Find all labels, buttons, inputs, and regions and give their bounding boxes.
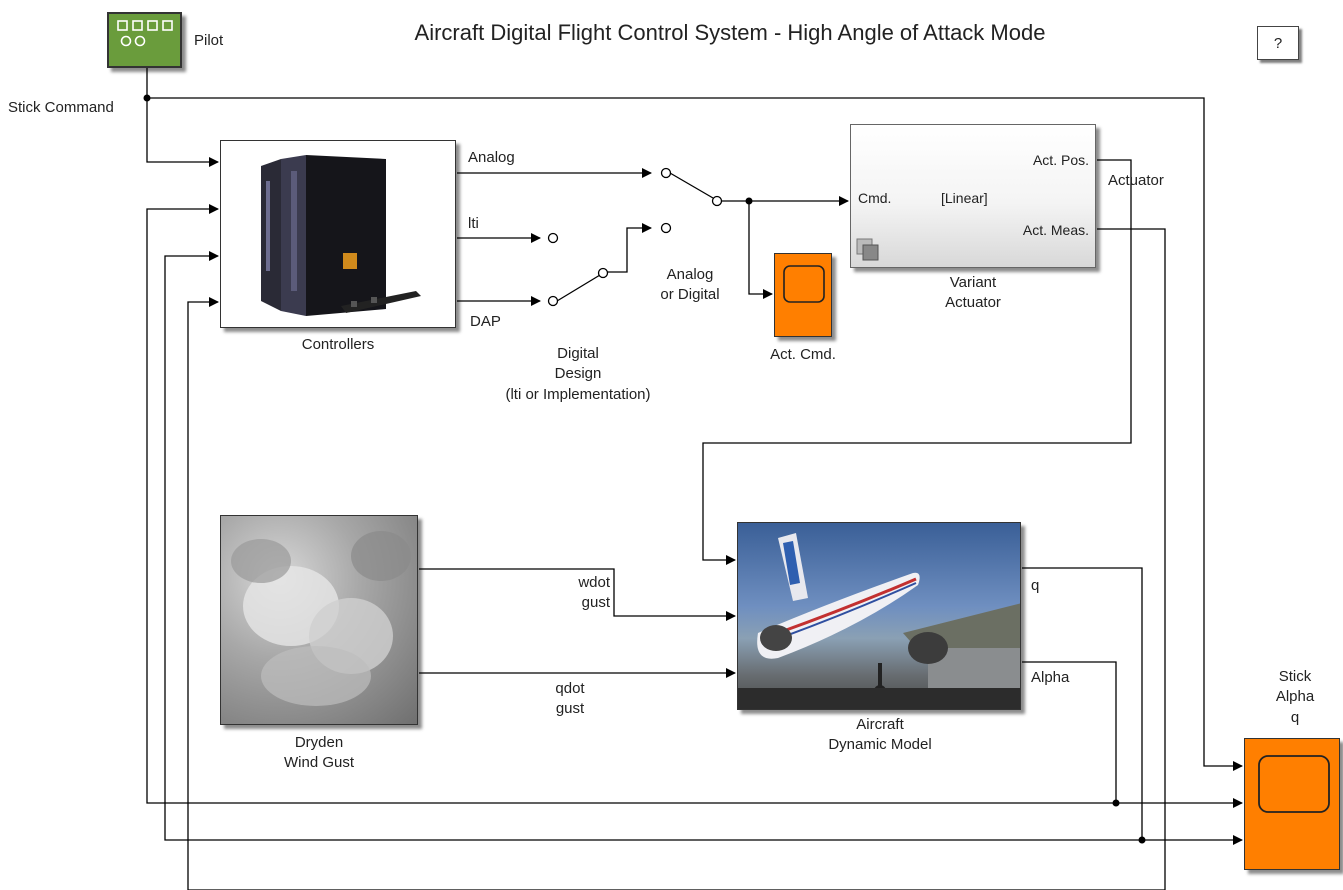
switch-contact <box>597 267 609 279</box>
variant-actuator-line2: Actuator <box>945 294 1001 312</box>
pilot-block[interactable] <box>107 12 182 68</box>
cloud-satellite-image <box>231 531 411 706</box>
q-output-label: q <box>1031 577 1040 594</box>
analog-or-digital-line1: Analog <box>666 266 714 283</box>
output-scope-label: Stick Alpha q <box>1250 667 1340 728</box>
alpha-output-label: Alpha <box>1031 669 1070 686</box>
junction-dot <box>1112 799 1120 807</box>
aircraft-label: Aircraft Dynamic Model <box>790 715 970 756</box>
airplane-image <box>738 533 1020 709</box>
analog-or-digital-label: Analog or Digital <box>640 265 740 306</box>
junction-dot <box>143 94 151 102</box>
qdot-line1: qdot <box>555 680 585 697</box>
switch-contact <box>660 167 672 179</box>
help-button[interactable]: ? <box>1257 26 1299 60</box>
wdot-label: wdot gust <box>540 573 610 614</box>
variant-subsystem-icon <box>856 238 879 261</box>
dryden-line2: Wind Gust <box>283 754 355 772</box>
scope-icon <box>1258 755 1330 813</box>
junction-dot <box>745 197 753 205</box>
variant-actuator-block[interactable]: Cmd. [Linear] Act. Pos. Act. Meas. <box>850 124 1096 268</box>
aircraft-dynamic-model-block[interactable] <box>737 522 1021 710</box>
output-scope-line2: Alpha <box>1275 688 1315 706</box>
act-cmd-scope[interactable] <box>774 253 832 337</box>
qdot-label: qdot gust <box>535 679 605 720</box>
variant-name-label: [Linear] <box>941 190 988 206</box>
stick-command-label: Stick Command <box>8 99 114 116</box>
alpha-output-signal[interactable] <box>1022 661 1243 808</box>
digital-switch-out <box>606 223 652 273</box>
analog-or-digital-line2: or Digital <box>660 286 720 304</box>
digital-design-line1: Digital <box>557 345 599 362</box>
dap-signal-label: DAP <box>470 313 501 330</box>
switch-contact <box>660 222 672 234</box>
stick-command-to-controllers[interactable] <box>146 68 219 167</box>
switch-contact <box>547 232 559 244</box>
switch-to-actcmd[interactable] <box>748 201 773 299</box>
digital-design-line2: Design <box>554 365 602 383</box>
variant-actuator-label: Variant Actuator <box>900 273 1046 314</box>
q-output-signal[interactable] <box>1022 567 1243 845</box>
output-scope-line1: Stick <box>1278 668 1312 685</box>
switch-contact <box>547 295 559 307</box>
pilot-label: Pilot <box>194 32 224 49</box>
q-feedback-to-controllers[interactable] <box>164 251 1142 841</box>
output-scope-line3: q <box>1290 708 1300 726</box>
actuator-pos-to-aircraft[interactable] <box>702 159 1132 565</box>
port-act-pos-label: Act. Pos. <box>1032 152 1089 168</box>
junction-dot <box>1138 836 1146 844</box>
controller-hardware-image <box>261 155 421 316</box>
act-cmd-label: Act. Cmd. <box>770 346 836 363</box>
wdot-gust-signal[interactable] <box>419 568 736 621</box>
digital-switch-arm <box>556 274 601 302</box>
analog-signal-label: Analog <box>468 149 515 166</box>
switch-contact <box>711 195 723 207</box>
actuator-signal-label: Actuator <box>1108 172 1164 189</box>
port-cmd-label: Cmd. <box>858 190 892 206</box>
scope-icon <box>783 265 825 303</box>
aircraft-line1: Aircraft <box>856 716 904 733</box>
diagram-title: Aircraft Digital Flight Control System -… <box>414 20 1046 45</box>
controllers-label: Controllers <box>301 336 375 353</box>
digital-design-label: Digital Design (lti or Implementation) <box>470 344 686 405</box>
alpha-feedback-to-controllers[interactable] <box>146 204 1116 804</box>
variant-actuator-line1: Variant <box>949 274 997 291</box>
qdot-line2: gust <box>555 700 585 718</box>
port-act-meas-label: Act. Meas. <box>1022 222 1089 238</box>
dryden-wind-gust-block[interactable] <box>220 515 418 725</box>
dryden-label: Dryden Wind Gust <box>220 733 418 774</box>
analog-switch-arm <box>669 172 714 199</box>
stick-command-to-scope[interactable] <box>147 97 1243 771</box>
joystick-icon <box>117 20 173 47</box>
lti-signal-label: lti <box>468 215 479 232</box>
actuator-meas-to-controllers[interactable] <box>187 228 1166 890</box>
dryden-line1: Dryden <box>294 734 344 751</box>
output-scope[interactable] <box>1244 738 1340 870</box>
wdot-line1: wdot <box>578 574 610 591</box>
controllers-block[interactable] <box>220 140 456 328</box>
wdot-line2: gust <box>581 594 610 612</box>
digital-design-line3: (lti or Implementation) <box>505 385 651 403</box>
aircraft-line2: Dynamic Model <box>828 736 932 754</box>
